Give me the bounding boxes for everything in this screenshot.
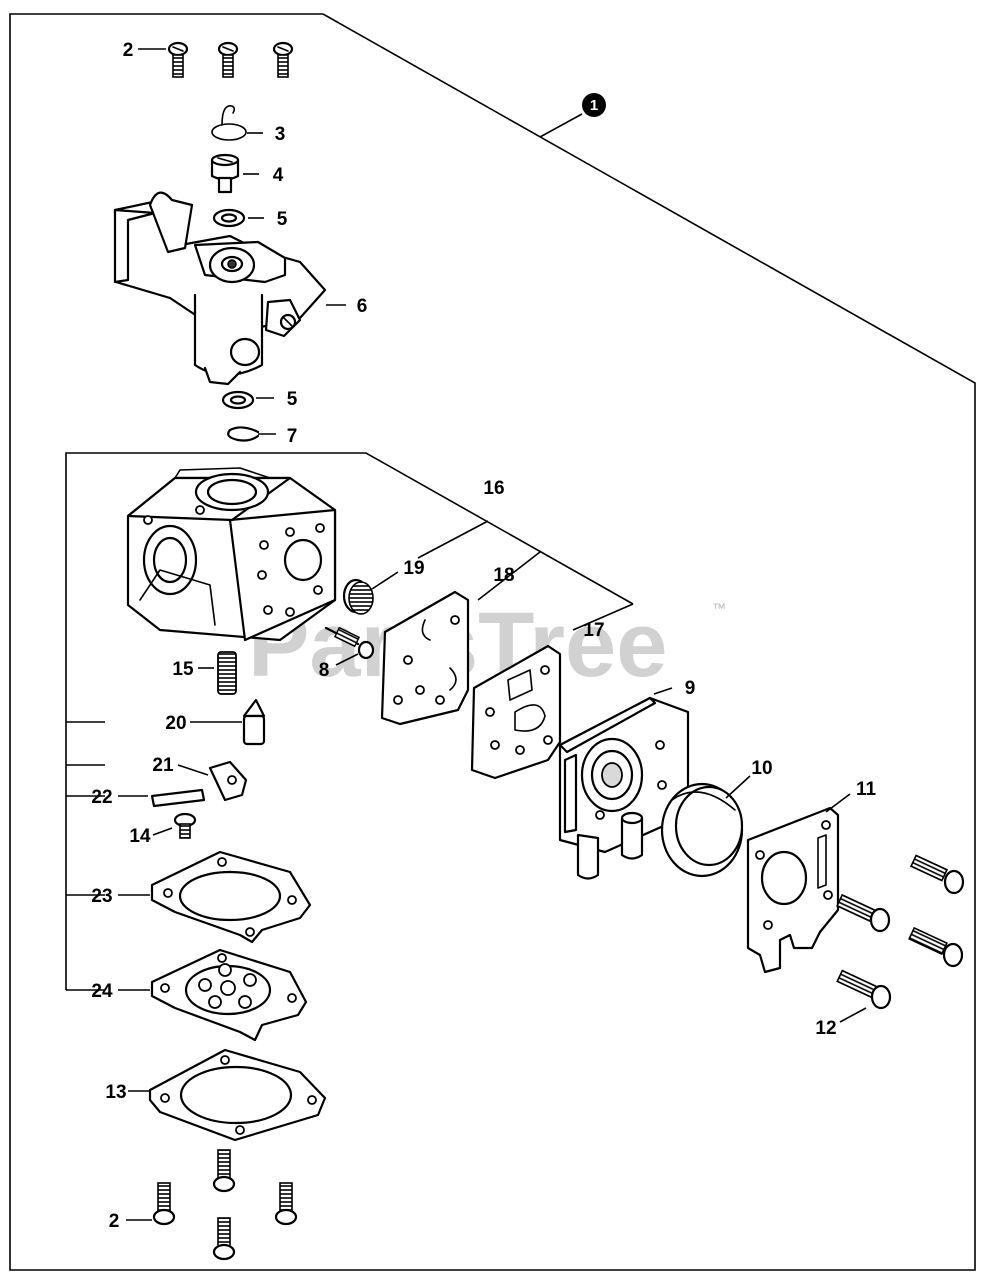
callout-labels: 2 3 4 5 6 5 7 16 19 18 17 8 15 20 21 22 …	[91, 40, 876, 1232]
svg-text:1: 1	[590, 97, 598, 114]
callout-5-upper: 5	[277, 209, 288, 230]
watermark-trademark: ™	[712, 600, 726, 616]
washer-upper	[212, 208, 246, 228]
gasket-upper	[380, 590, 470, 726]
e-clip	[227, 426, 260, 442]
callout-12: 12	[815, 1018, 836, 1039]
callout-21: 21	[152, 755, 174, 776]
diaphragm-cup	[660, 782, 744, 878]
callout-6: 6	[357, 296, 368, 317]
callout-24: 24	[91, 981, 113, 1002]
callout-18: 18	[493, 565, 514, 586]
assembly-outline	[9, 13, 976, 1271]
top-screw-3	[272, 41, 294, 78]
bottom-screw-2	[152, 1182, 176, 1226]
bottom-screw-1	[212, 1149, 236, 1193]
lever-screw	[173, 812, 197, 839]
cover-plate	[746, 806, 840, 974]
callout-20: 20	[165, 713, 186, 734]
callout-10: 10	[751, 758, 772, 779]
pump-body	[558, 696, 690, 880]
callout-3: 3	[275, 124, 286, 145]
cover-screw-2	[836, 893, 891, 933]
assembly-badge: 1	[539, 93, 606, 138]
top-screw-2	[217, 41, 239, 78]
callout-2-top: 2	[123, 40, 134, 61]
bottom-screw-3	[274, 1182, 298, 1226]
callout-15: 15	[172, 659, 194, 680]
metering-lever	[208, 760, 248, 802]
callout-7: 7	[287, 426, 298, 447]
callout-4: 4	[273, 165, 284, 186]
adjuster-knob	[210, 153, 240, 194]
diaphragm-cover	[148, 1048, 327, 1142]
needle-valve	[324, 626, 375, 660]
callout-14: 14	[129, 826, 151, 847]
carburetor-body	[126, 467, 337, 642]
wire-clip	[211, 105, 247, 141]
callout-2-bottom: 2	[109, 1211, 120, 1232]
callout-8: 8	[319, 660, 330, 681]
cover-screw-1	[909, 854, 965, 895]
spring	[217, 651, 237, 695]
washer-lower	[221, 390, 255, 410]
callout-11: 11	[856, 779, 877, 800]
top-screw-1	[167, 41, 189, 78]
callout-16: 16	[483, 478, 504, 499]
cover-screw-3	[908, 926, 964, 968]
metering-gasket	[150, 850, 312, 944]
inlet-needle	[242, 698, 266, 746]
leader-lines	[118, 48, 867, 1221]
callout-5-lower: 5	[287, 389, 298, 410]
throttle-lever-assembly	[113, 191, 327, 386]
filter-screen	[342, 578, 374, 615]
bottom-screw-4	[212, 1217, 236, 1261]
callout-22: 22	[91, 787, 112, 808]
cover-screw-4	[836, 969, 892, 1010]
callout-23: 23	[91, 886, 112, 907]
gasket-lower	[470, 644, 562, 780]
callout-19: 19	[403, 558, 424, 579]
lever-pin	[150, 788, 206, 808]
metering-diaphragm	[150, 948, 308, 1042]
callout-17: 17	[583, 620, 604, 641]
callout-13: 13	[105, 1082, 126, 1103]
callout-9: 9	[685, 678, 696, 699]
